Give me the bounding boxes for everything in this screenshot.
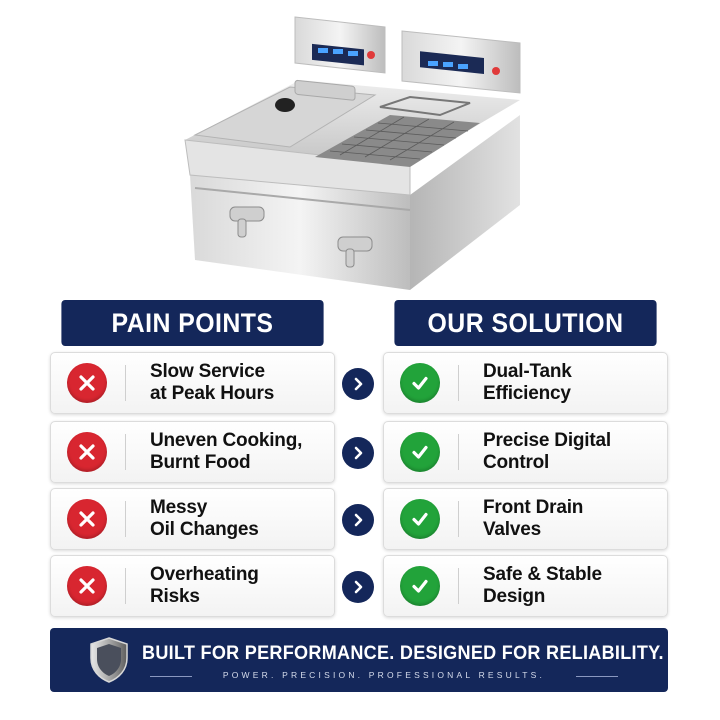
solution-text: Safe & Stable Design	[483, 564, 602, 607]
card-divider	[458, 568, 459, 604]
card-divider	[458, 501, 459, 537]
footer-banner: BUILT FOR PERFORMANCE. DESIGNED FOR RELI…	[50, 628, 668, 692]
comparison-row: Overheating Risks Safe & Stable Design	[0, 555, 720, 617]
our-solution-header: OUR SOLUTION	[394, 300, 657, 346]
card-divider	[458, 365, 459, 401]
solution-card: Precise Digital Control	[383, 421, 668, 483]
pain-text: Uneven Cooking, Burnt Food	[150, 430, 303, 473]
footer-title: BUILT FOR PERFORMANCE. DESIGNED FOR RELI…	[142, 643, 664, 664]
x-icon	[67, 432, 107, 472]
check-icon	[400, 432, 440, 472]
pain-card: Uneven Cooking, Burnt Food	[50, 421, 335, 483]
footer-rule-right	[576, 676, 618, 677]
pain-text: Messy Oil Changes	[150, 497, 259, 540]
card-divider	[125, 501, 126, 537]
footer-subtitle: POWER. PRECISION. PROFESSIONAL RESULTS.	[222, 670, 546, 680]
solution-card: Dual-Tank Efficiency	[383, 352, 668, 414]
check-icon	[400, 566, 440, 606]
comparison-row: Slow Service at Peak Hours Dual-Tank Eff…	[0, 352, 720, 414]
x-icon	[67, 499, 107, 539]
card-divider	[125, 568, 126, 604]
x-icon	[67, 566, 107, 606]
check-icon	[400, 363, 440, 403]
card-divider	[125, 365, 126, 401]
solution-card: Front Drain Valves	[383, 488, 668, 550]
chevron-right-icon	[342, 571, 374, 603]
deep-fryer-image	[184, 16, 521, 290]
chevron-right-icon	[342, 437, 374, 469]
card-divider	[125, 434, 126, 470]
shield-icon	[90, 637, 128, 683]
x-icon	[67, 363, 107, 403]
pain-card: Messy Oil Changes	[50, 488, 335, 550]
pain-points-header: PAIN POINTS	[61, 300, 324, 346]
pain-card: Overheating Risks	[50, 555, 335, 617]
pain-text: Slow Service at Peak Hours	[150, 361, 275, 404]
pain-text: Overheating Risks	[150, 564, 259, 607]
footer-rule-left	[150, 676, 192, 677]
solution-text: Dual-Tank Efficiency	[483, 361, 572, 404]
chevron-right-icon	[342, 504, 374, 536]
solution-card: Safe & Stable Design	[383, 555, 668, 617]
pain-card: Slow Service at Peak Hours	[50, 352, 335, 414]
comparison-row: Uneven Cooking, Burnt Food Precise Digit…	[0, 421, 720, 483]
card-divider	[458, 434, 459, 470]
chevron-right-icon	[342, 368, 374, 400]
comparison-row: Messy Oil Changes Front Drain Valves	[0, 488, 720, 550]
check-icon	[400, 499, 440, 539]
solution-text: Precise Digital Control	[483, 430, 611, 473]
solution-text: Front Drain Valves	[483, 497, 584, 540]
